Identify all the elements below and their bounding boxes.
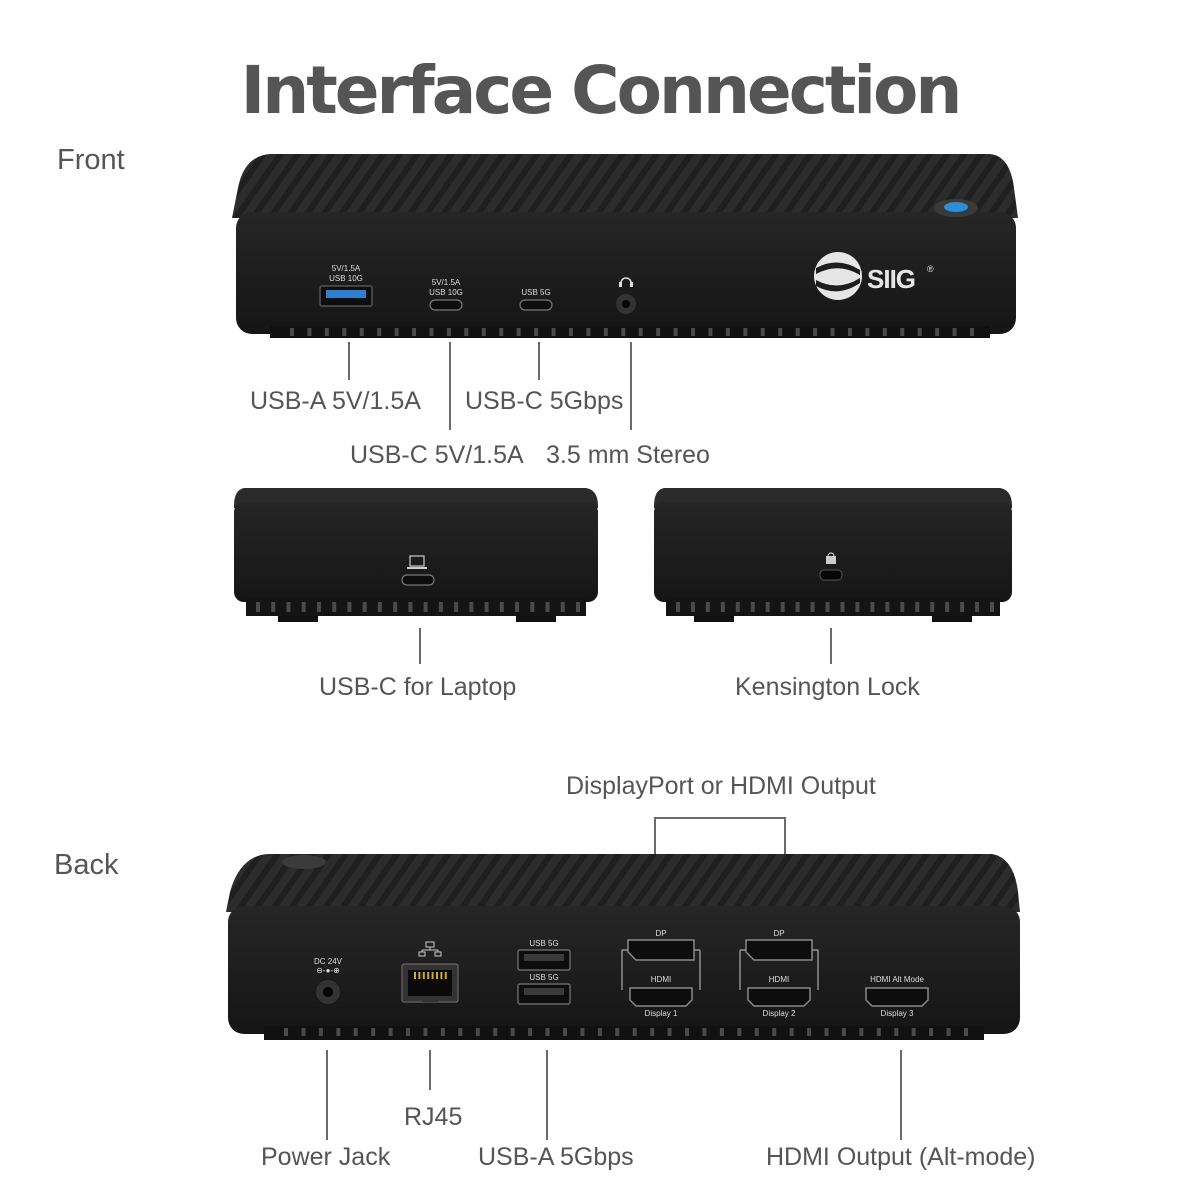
leader-line: [449, 342, 451, 430]
port-marking: Display 2: [763, 1009, 796, 1018]
usb-c-10g-port: 5V/1.5A USB 10G: [429, 278, 463, 311]
port-marking: 5V/1.5A: [332, 264, 361, 273]
port-marking: HDMI: [769, 975, 789, 984]
display-1-ports: DP HDMI Display 1: [621, 929, 701, 1018]
port-marking: USB 5G: [529, 973, 558, 982]
label-power-jack: Power Jack: [261, 1143, 391, 1171]
port-marking: DP: [655, 929, 666, 938]
display-2-ports: DP HDMI Display 2: [739, 929, 819, 1018]
polarity-icon: ⊖-●-⊕: [316, 966, 340, 975]
power-button-icon: [934, 199, 978, 217]
label-usb-a-5gbps: USB-A 5Gbps: [478, 1143, 634, 1171]
label-display-output: DisplayPort or HDMI Output: [566, 772, 876, 800]
usb-c-5g-port: USB 5G: [519, 288, 553, 311]
siig-logo: SIIG ®: [814, 252, 934, 300]
page-title: Interface Connection: [240, 52, 963, 129]
rj45-port: [401, 941, 459, 1003]
brand-name: SIIG: [867, 264, 915, 294]
label-rj45: RJ45: [404, 1103, 463, 1131]
port-marking: 5V/1.5A: [432, 278, 461, 287]
label-kensington-lock: Kensington Lock: [735, 673, 920, 701]
usb-c-laptop-port: [401, 574, 435, 586]
leader-line: [326, 1050, 328, 1140]
port-marking: USB 10G: [329, 274, 363, 283]
leader-line: [538, 342, 540, 380]
usb-a-10g-port: 5V/1.5A USB 10G: [319, 264, 373, 307]
port-marking: HDMI Alt Mode: [870, 975, 924, 984]
leader-line: [546, 1050, 548, 1140]
leader-line: [900, 1050, 902, 1140]
audio-jack: [616, 277, 636, 314]
label-usb-c-power: USB-C 5V/1.5A: [350, 441, 524, 469]
leader-line: [830, 628, 832, 664]
leader-line: [419, 628, 421, 664]
port-marking: USB 5G: [521, 288, 550, 297]
port-marking: Display 1: [645, 1009, 678, 1018]
brand-registered-mark: ®: [927, 264, 934, 274]
bracket-line: [784, 817, 786, 855]
port-marking: USB 5G: [529, 939, 558, 948]
bracket-line: [654, 817, 656, 855]
label-usb-a-power: USB-A 5V/1.5A: [250, 387, 421, 415]
usb-a-5g-ports: USB 5G USB 5G: [517, 939, 571, 1005]
port-marking: DP: [773, 929, 784, 938]
dock-back-view: DC 24V ⊖-●-⊕ USB 5G USB 5G DP HDMI Displ…: [226, 854, 1020, 1040]
dock-front-view: 5V/1.5A USB 10G 5V/1.5A USB 10G USB 5G S…: [232, 154, 1018, 338]
section-label-back: Back: [54, 849, 119, 881]
leader-line: [348, 342, 350, 380]
kensington-lock-slot: [819, 569, 843, 581]
hdmi-alt-mode-port: HDMI Alt Mode Display 3: [865, 975, 929, 1018]
port-marking: DC 24V: [314, 957, 343, 966]
section-label-front: Front: [57, 144, 125, 176]
label-hdmi-alt-mode: HDMI Output (Alt-mode): [766, 1143, 1036, 1171]
leader-line: [429, 1050, 431, 1090]
laptop-icon: [407, 555, 427, 569]
port-marking: Display 3: [881, 1009, 914, 1018]
bracket-line: [654, 817, 786, 819]
label-usb-c-laptop: USB-C for Laptop: [319, 673, 517, 701]
label-usb-c-5gbps: USB-C 5Gbps: [465, 387, 624, 415]
label-stereo-jack: 3.5 mm Stereo: [546, 441, 710, 469]
dock-right-side-view: [654, 488, 1012, 622]
leader-line: [630, 342, 632, 430]
headphone-icon: [619, 277, 633, 287]
network-icon: [418, 941, 442, 957]
lock-icon: [826, 552, 836, 564]
port-marking: HDMI: [651, 975, 671, 984]
dock-left-side-view: [234, 488, 598, 622]
dc-power-jack: DC 24V ⊖-●-⊕: [314, 957, 343, 1004]
port-marking: USB 10G: [429, 288, 463, 297]
